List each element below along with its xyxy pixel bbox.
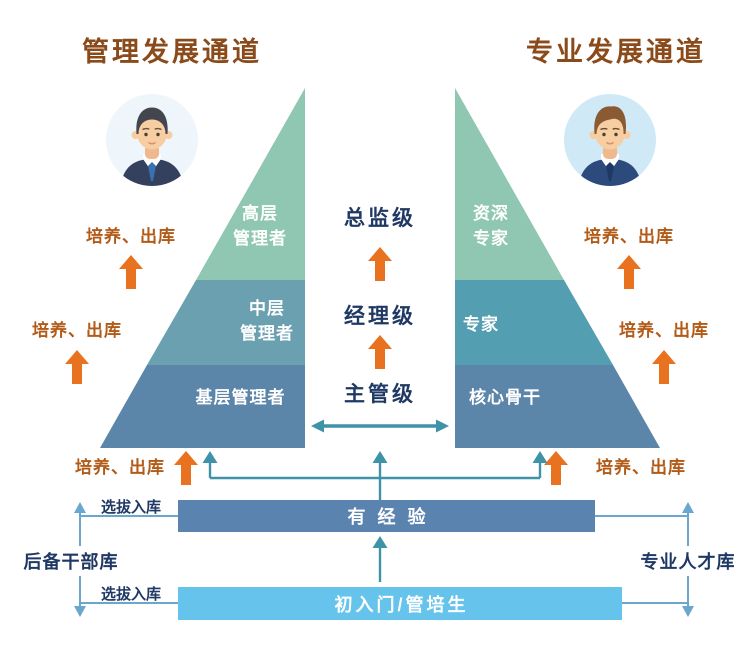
reserve-pool-bracket: [74, 502, 178, 617]
manager-avatar: [106, 94, 198, 186]
cultivate-up-arrow-icon: [617, 255, 641, 289]
rank-up-arrow-icon: [368, 335, 392, 369]
management-level-middle: 中层 管理者: [240, 299, 294, 343]
entry-bar: 初入门/管培生: [178, 587, 622, 620]
professional-pyramid-top-slice: [455, 88, 564, 280]
feed-connector: [202, 451, 548, 500]
up-arrowhead-icon: [74, 502, 86, 513]
entry-to-experienced-arrow-icon: [372, 536, 388, 582]
expert-avatar: [564, 94, 656, 186]
down-arrowhead-icon: [74, 606, 86, 617]
experienced-bar-label: 有经验: [347, 507, 438, 527]
management-level-base: 基层管理者: [195, 388, 286, 407]
professional-channel-title: 专业发展通道: [526, 37, 706, 67]
down-arrowhead-icon: [682, 606, 694, 617]
professional-level-core: 核心骨干: [469, 388, 541, 407]
professional-level-senior: 资深 专家: [473, 204, 509, 248]
professional-pyramid-middle-slice: [455, 280, 613, 365]
entry-bar-label: 初入门/管培生: [334, 594, 469, 615]
experienced-bar: 有经验: [178, 500, 595, 532]
rank-manager: 经理级: [344, 305, 416, 328]
cultivate-label: 培养、出库: [619, 321, 709, 340]
up-arrowhead-icon: [682, 502, 694, 513]
cultivate-up-arrow-icon: [119, 255, 143, 289]
up-arrowhead-icon: [532, 451, 548, 463]
cultivate-label: 培养、出库: [86, 227, 176, 246]
management-level-senior: 高层 管理者: [233, 204, 287, 248]
up-arrowhead-icon: [372, 451, 388, 463]
cultivate-label: 培养、出库: [596, 458, 686, 477]
management-pyramid-bottom-slice: [100, 365, 305, 448]
professional-level-expert: 专家: [463, 315, 499, 334]
channel-switch-double-arrow-icon: [311, 419, 449, 433]
select-into-pool-label: 选拔入库: [100, 499, 161, 516]
management-pyramid-top-slice: [196, 88, 305, 280]
management-pyramid: [100, 88, 305, 448]
management-pyramid-middle-slice: [147, 280, 305, 365]
management-channel-title: 管理发展通道: [82, 37, 262, 67]
professional-pyramid: [455, 88, 660, 448]
cultivate-up-arrow-icon: [652, 350, 676, 384]
up-arrowhead-icon: [202, 451, 218, 463]
rank-supervisor: 主管级: [344, 383, 416, 406]
select-into-pool-label: 选拔入库: [100, 586, 161, 603]
cultivate-label: 培养、出库: [75, 458, 165, 477]
cultivate-up-arrow-icon: [544, 451, 568, 485]
professional-talent-pool-label: 专业人才库: [629, 546, 747, 576]
professional-pyramid-bottom-slice: [455, 365, 660, 448]
reserve-cadre-pool-label: 后备干部库: [8, 546, 134, 576]
cultivate-label: 培养、出库: [584, 227, 674, 246]
rank-up-arrow-icon: [368, 247, 392, 281]
cultivate-up-arrow-icon: [65, 350, 89, 384]
cultivate-label: 培养、出库: [32, 321, 122, 340]
rank-director: 总监级: [344, 207, 416, 230]
